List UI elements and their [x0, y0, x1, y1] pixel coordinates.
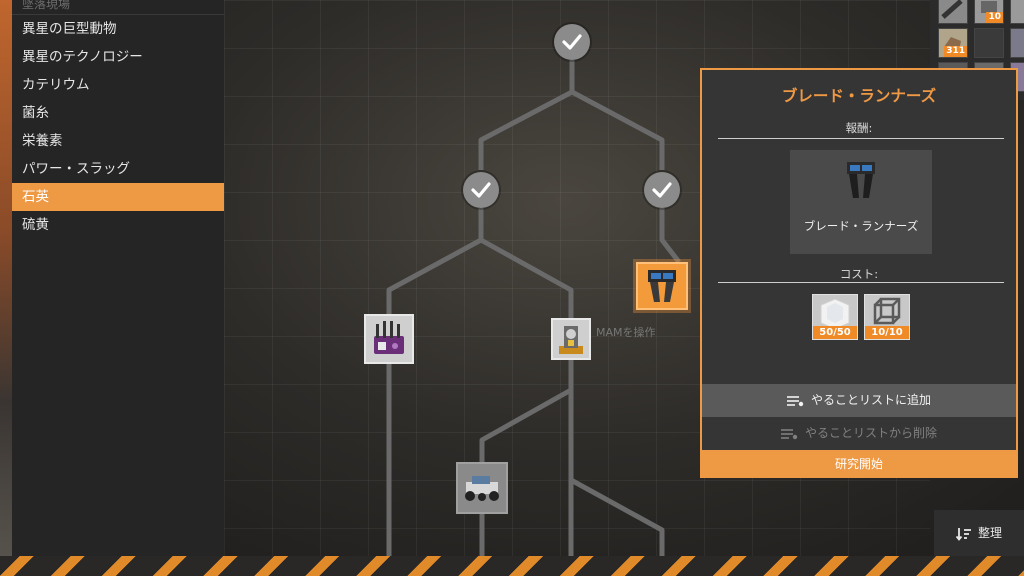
cost-divider	[718, 282, 1004, 283]
reward-divider	[718, 138, 1004, 139]
sort-icon	[955, 527, 971, 541]
item-icon	[981, 1, 997, 13]
sidebar-item-nutrients[interactable]: 栄養素	[22, 133, 63, 149]
checkmark-icon	[652, 182, 672, 198]
sidebar-item-sulfur[interactable]: 硫黄	[22, 217, 49, 233]
tool-item-icon	[941, 0, 963, 19]
research-node-radio-tower[interactable]	[364, 314, 414, 364]
research-node-explorer-vehicle[interactable]	[456, 462, 508, 514]
inventory-slot[interactable]: 2	[1010, 0, 1024, 24]
remove-from-todo-list-button[interactable]: やることリストから削除	[702, 418, 1016, 448]
reward-item-name: ブレード・ランナーズ	[803, 219, 919, 233]
inventory-slot[interactable]: 10	[974, 0, 1004, 24]
sort-button-label: 整理	[977, 526, 1002, 540]
reward-item-card[interactable]: ブレード・ランナーズ	[790, 150, 932, 254]
explorer-vehicle-icon	[465, 476, 499, 501]
add-to-todo-list-button[interactable]: やることリストに追加	[702, 384, 1016, 417]
tree-ghost-label: MAMを操作	[596, 326, 656, 339]
remove-from-todo-list-label: やることリストから削除	[804, 426, 937, 440]
panel-title: ブレード・ランナーズ	[781, 87, 937, 105]
start-research-button[interactable]: 研究開始	[702, 450, 1016, 478]
add-to-todo-list-label: やることリストに追加	[810, 393, 931, 407]
inventory-slot[interactable]	[974, 28, 1004, 58]
background-edge-left	[0, 0, 12, 576]
blade-runners-icon	[648, 270, 676, 302]
cost-item-frame[interactable]: 10/10	[864, 294, 910, 340]
sidebar-item-power-slugs[interactable]: パワー・スラッグ	[22, 161, 130, 177]
sidebar-item-mycelia[interactable]: 菌糸	[22, 105, 49, 121]
inventory-slot[interactable]	[938, 0, 968, 24]
crystal-device-icon	[559, 326, 583, 354]
research-category-sidebar: 墜落現場 異星の巨型動物 異星のテクノロジー カテリウム 菌糸 栄養素 パワー・…	[12, 0, 224, 556]
completed-node-check-top[interactable]	[554, 24, 590, 60]
item-count: 311	[944, 46, 967, 57]
checkmark-icon	[471, 182, 491, 198]
cost-label: コスト:	[839, 267, 879, 281]
background-hazard-stripes	[0, 556, 1024, 576]
research-node-blade-runners[interactable]	[636, 262, 688, 310]
sidebar-item-crash-site[interactable]: 墜落現場	[12, 0, 224, 15]
reward-label: 報酬:	[845, 121, 873, 135]
quartz-crystal-icon	[820, 298, 850, 330]
inventory-slot[interactable]: 311	[938, 28, 968, 58]
tree-connector-lines	[386, 60, 681, 556]
research-details-panel: ブレード・ランナーズ 報酬: ブレード・ランナーズ コスト: 50/50	[700, 68, 1018, 478]
blade-runners-icon	[847, 162, 875, 198]
completed-node-check-right[interactable]	[644, 172, 680, 208]
sidebar-item-alien-megafauna[interactable]: 異星の巨型動物	[22, 21, 117, 37]
cost-count: 50/50	[813, 326, 857, 339]
todo-list-icon	[780, 428, 798, 439]
sidebar-item-quartz[interactable]: 石英	[12, 183, 224, 211]
completed-node-check-left[interactable]	[463, 172, 499, 208]
research-node-crystal-device[interactable]	[551, 318, 591, 360]
item-count: 10	[986, 12, 1003, 23]
sidebar-item-caterium[interactable]: カテリウム	[22, 77, 90, 93]
cost-item-quartz[interactable]: 50/50	[812, 294, 858, 340]
sort-button[interactable]: 整理	[934, 510, 1024, 556]
cost-count: 10/10	[865, 326, 909, 339]
sidebar-item-alien-technology[interactable]: 異星のテクノロジー	[22, 49, 143, 65]
todo-list-icon	[786, 395, 804, 406]
inventory-slot[interactable]	[1010, 28, 1024, 58]
steel-frame-icon	[873, 297, 901, 325]
checkmark-icon	[562, 34, 582, 50]
radio-tower-icon	[374, 321, 404, 354]
